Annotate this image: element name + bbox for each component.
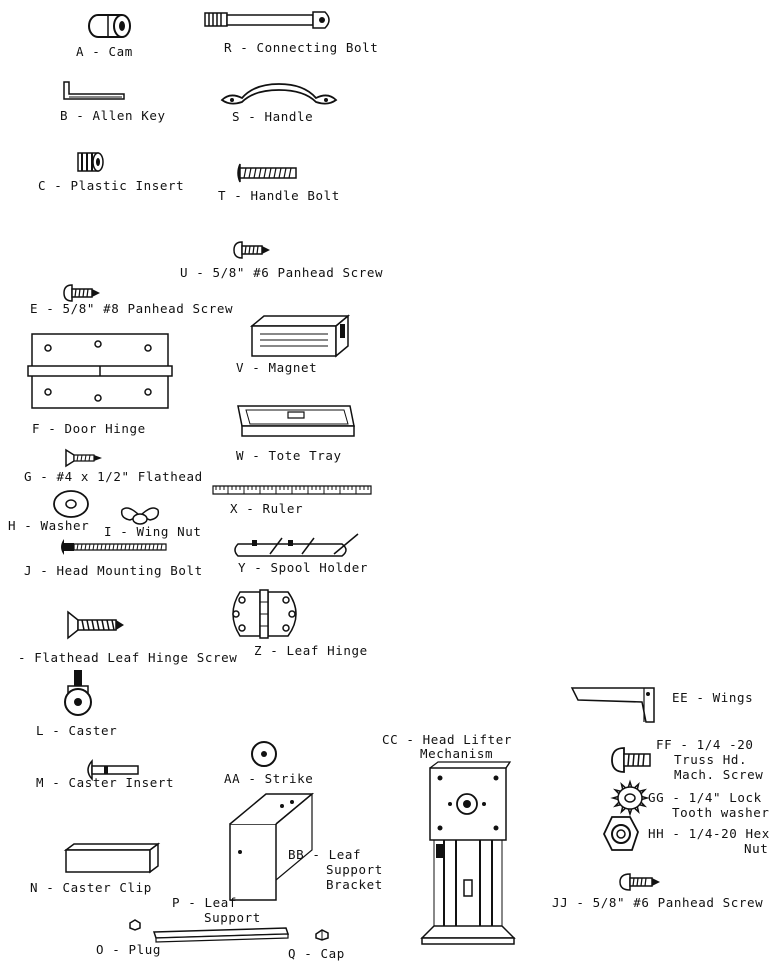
label-truss-screw-line2: Truss Hd. bbox=[674, 752, 748, 767]
label-connecting-bolt: R - Connecting Bolt bbox=[224, 40, 379, 55]
head-mounting-bolt-illustration bbox=[61, 539, 170, 555]
label-wings: EE - Wings bbox=[672, 690, 754, 705]
truss-head-machine-screw-illustration bbox=[610, 746, 654, 774]
label-allen-key: B - Allen Key bbox=[60, 108, 166, 123]
handle-bolt-illustration bbox=[234, 162, 300, 184]
caster-clip-illustration bbox=[60, 840, 164, 876]
label-panhead-screw-jj: JJ - 5/8" #6 Panhead Screw bbox=[552, 895, 764, 910]
label-caster-clip: N - Caster Clip bbox=[30, 880, 152, 895]
label-lock-washer-line1: GG - 1/4" Lock bbox=[648, 790, 762, 805]
label-hex-nut-line2: Nut bbox=[744, 841, 769, 856]
panhead-screw-jj-illustration bbox=[618, 872, 660, 892]
label-leaf-hinge: Z - Leaf Hinge bbox=[254, 643, 368, 658]
label-flathead-leaf-hinge-screw: - Flathead Leaf Hinge Screw bbox=[18, 650, 238, 665]
panhead-screw-u-illustration bbox=[232, 240, 270, 260]
lock-tooth-washer-illustration bbox=[610, 780, 650, 816]
label-leaf-support-line2: Support bbox=[204, 910, 261, 925]
caster-insert-illustration bbox=[82, 760, 140, 780]
label-cap: Q - Cap bbox=[288, 946, 345, 961]
label-caster: L - Caster bbox=[36, 723, 118, 738]
label-wing-nut: I - Wing Nut bbox=[104, 524, 202, 539]
label-tote-tray: W - Tote Tray bbox=[236, 448, 342, 463]
label-cam: A - Cam bbox=[76, 44, 133, 59]
label-door-hinge: F - Door Hinge bbox=[32, 421, 146, 436]
label-handle-bolt: T - Handle Bolt bbox=[218, 188, 340, 203]
connecting-bolt-illustration bbox=[203, 8, 335, 32]
handle-illustration bbox=[218, 80, 340, 108]
label-panhead-screw-u: U - 5/8" #6 Panhead Screw bbox=[180, 265, 384, 280]
label-plastic-insert: C - Plastic Insert bbox=[38, 178, 185, 193]
label-handle: S - Handle bbox=[232, 109, 314, 124]
label-magnet: V - Magnet bbox=[236, 360, 318, 375]
panhead-screw-e-illustration bbox=[62, 283, 100, 303]
label-truss-screw-line1: FF - 1/4 -20 bbox=[656, 737, 754, 752]
wings-illustration bbox=[568, 684, 658, 726]
label-leaf-bracket-line2: Support bbox=[326, 862, 383, 877]
leaf-hinge-illustration bbox=[224, 588, 306, 640]
label-spool-holder: Y - Spool Holder bbox=[238, 560, 369, 575]
label-washer: H - Washer bbox=[8, 518, 90, 533]
cam-illustration bbox=[86, 12, 134, 40]
label-caster-insert: M - Caster Insert bbox=[36, 775, 175, 790]
strike-illustration bbox=[250, 740, 278, 768]
label-truss-screw-line3: Mach. Screw bbox=[674, 767, 764, 782]
wing-nut-illustration bbox=[118, 502, 162, 526]
label-ruler: X - Ruler bbox=[230, 501, 304, 516]
washer-illustration bbox=[51, 488, 91, 520]
plug-illustration bbox=[128, 918, 142, 932]
allen-key-illustration bbox=[60, 80, 126, 102]
label-head-mounting-bolt: J - Head Mounting Bolt bbox=[24, 563, 203, 578]
door-hinge-illustration bbox=[26, 330, 174, 412]
label-hex-nut-line1: HH - 1/4-20 Hex bbox=[648, 826, 770, 841]
label-leaf-support-line1: P - Leaf bbox=[172, 895, 238, 910]
label-lock-washer-line2: Tooth washer bbox=[672, 805, 770, 820]
leaf-support-illustration bbox=[150, 924, 290, 944]
label-leaf-bracket-line1: BB - Leaf bbox=[288, 847, 362, 862]
label-plug: O - Plug bbox=[96, 942, 162, 957]
label-strike: AA - Strike bbox=[224, 771, 314, 786]
cap-illustration bbox=[314, 928, 330, 942]
tote-tray-illustration bbox=[234, 402, 358, 442]
label-head-lifter-line2: Mechanism bbox=[420, 746, 494, 761]
head-lifter-mechanism-illustration bbox=[410, 760, 520, 946]
spool-holder-illustration bbox=[230, 532, 364, 560]
label-panhead-screw-e: E - 5/8" #8 Panhead Screw bbox=[30, 301, 234, 316]
hex-nut-illustration bbox=[602, 814, 640, 854]
magnet-illustration bbox=[244, 312, 352, 360]
flathead-leaf-hinge-screw-illustration bbox=[64, 610, 124, 640]
plastic-insert-illustration bbox=[72, 150, 104, 174]
leaf-support-bracket-illustration bbox=[226, 790, 316, 904]
ruler-illustration bbox=[212, 483, 374, 497]
label-head-lifter-line1: CC - Head Lifter bbox=[382, 732, 513, 747]
flathead-screw-g-illustration bbox=[62, 448, 102, 468]
caster-illustration bbox=[62, 670, 96, 718]
label-flathead-screw-g: G - #4 x 1/2" Flathead bbox=[24, 469, 203, 484]
label-leaf-bracket-line3: Bracket bbox=[326, 877, 383, 892]
